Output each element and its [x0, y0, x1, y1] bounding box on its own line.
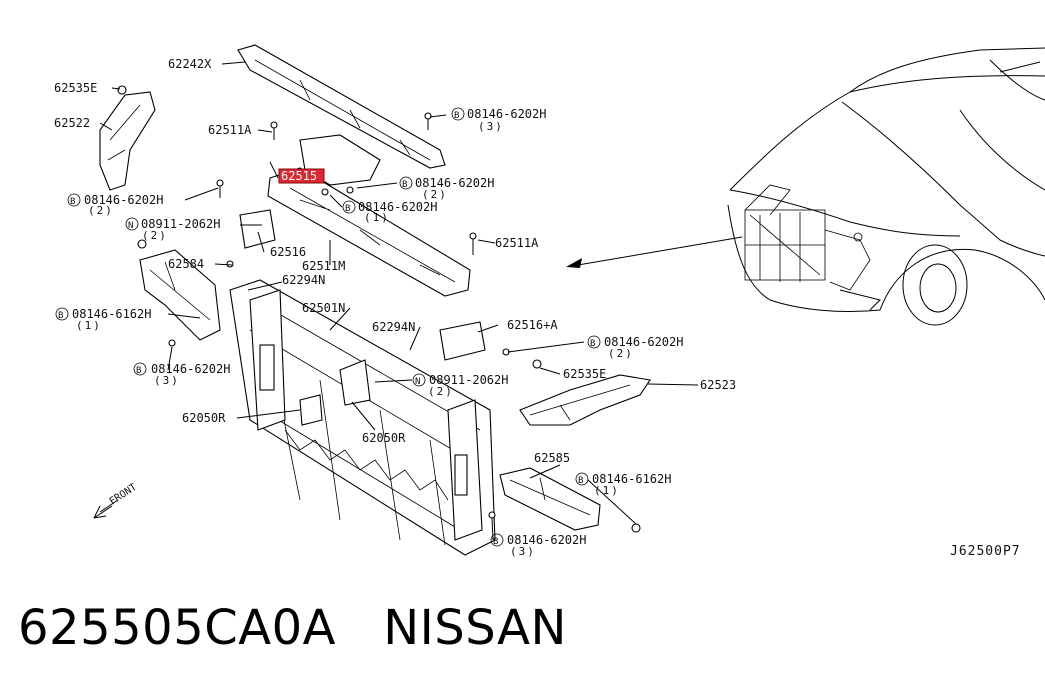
label-08911-2062h: 08911-2062H: [429, 373, 508, 387]
bolt-b-letter: B: [493, 537, 498, 547]
label-62511a: 62511A: [208, 123, 252, 137]
label-08911-2062h: 08911-2062H: [141, 217, 220, 231]
label-qty: (1): [364, 211, 390, 224]
label-08146-6202h: 08146-6202H: [467, 107, 546, 121]
label-62294n: 62294N: [372, 320, 415, 334]
label-62523: 62523: [700, 378, 736, 392]
label-qty: (3): [478, 120, 504, 133]
label-qty: (2): [422, 188, 448, 201]
label-qty: (3): [154, 374, 180, 387]
label-08146-6202h: 08146-6202H: [151, 362, 230, 376]
label-62294n: 62294N: [282, 273, 325, 287]
label-08146-6202h: 08146-6202H: [604, 335, 683, 349]
bolt-b-letter: B: [345, 204, 350, 214]
bolt-b-icon: [490, 533, 504, 547]
nut-n-letter: N: [415, 377, 420, 387]
nut-n-letter: N: [128, 221, 133, 231]
highlight-box: [278, 168, 325, 184]
label-08146-6202h: 08146-6202H: [507, 533, 586, 547]
label-qty: (1): [76, 319, 102, 332]
bolt-b-icon: [342, 200, 356, 214]
front-label: FRONT: [108, 482, 139, 508]
label-qty: (2): [608, 347, 634, 360]
part-number-caption: 625505CA0A NISSAN: [18, 600, 567, 656]
bolt-b-letter: B: [402, 180, 407, 190]
label-62050r: 62050R: [362, 431, 406, 445]
label-62535e: 62535E: [54, 81, 97, 95]
bolt-b-icon: [587, 335, 601, 349]
label-08146-6202h: 08146-6202H: [415, 176, 494, 190]
label-08146-6202h: 08146-6202H: [84, 193, 163, 207]
label-62584: 62584: [168, 257, 204, 271]
bolt-b-icon: [55, 307, 69, 321]
label-62242x: 62242X: [168, 57, 212, 71]
leader-lines: [99, 61, 699, 541]
diagram-reference-code: J62500P7: [950, 544, 1021, 559]
bolt-b-letter: B: [454, 111, 459, 121]
exploded-parts-diagram: 62242X 62535E 62522 62511A B 08146-6202H…: [54, 44, 1045, 558]
front-direction-indicator: FRONT: [93, 482, 139, 519]
label-62511a: 62511A: [495, 236, 539, 250]
label-62501n: 62501N: [302, 301, 345, 315]
nut-n-icon: [412, 373, 426, 387]
car-illustration: [727, 47, 1045, 326]
label-62050r: 62050R: [182, 411, 226, 425]
label-62522: 62522: [54, 116, 90, 130]
label-62516: 62516: [270, 245, 306, 259]
bolt-b-icon: [575, 472, 589, 486]
label-08146-6162h: 08146-6162H: [72, 307, 151, 321]
label-08146-6162h: 08146-6162H: [592, 472, 671, 486]
label-62516-a: 62516+A: [507, 318, 558, 332]
label-62585: 62585: [534, 451, 570, 465]
label-qty: (3): [510, 545, 536, 558]
label-62515: 62515: [281, 169, 317, 183]
radiator-core-assembly: [99, 44, 651, 556]
bolt-b-letter: B: [578, 476, 583, 486]
bolt-b-letter: B: [58, 311, 63, 321]
bolt-b-icon: [451, 107, 465, 121]
label-qty: (2): [142, 229, 168, 242]
label-qty: (2): [88, 204, 114, 217]
bolt-b-letter: B: [590, 339, 595, 349]
bolts: [117, 85, 641, 533]
bolt-b-letter: B: [70, 197, 75, 207]
bolt-b-icon: [67, 193, 81, 207]
bolt-b-icon: [399, 176, 413, 190]
label-08146-6202h: 08146-6202H: [358, 200, 437, 214]
part-labels: 62242X 62535E 62522 62511A B 08146-6202H…: [54, 57, 736, 558]
bolt-b-letter: B: [136, 366, 141, 376]
bolt-b-icon: [133, 362, 147, 376]
reference-arrow: [566, 236, 743, 268]
nut-n-icon: [125, 217, 139, 231]
label-qty: (1): [594, 484, 620, 497]
label-62535e: 62535E: [563, 367, 606, 381]
label-62511m: 62511M: [302, 259, 345, 273]
label-qty: (2): [428, 385, 454, 398]
